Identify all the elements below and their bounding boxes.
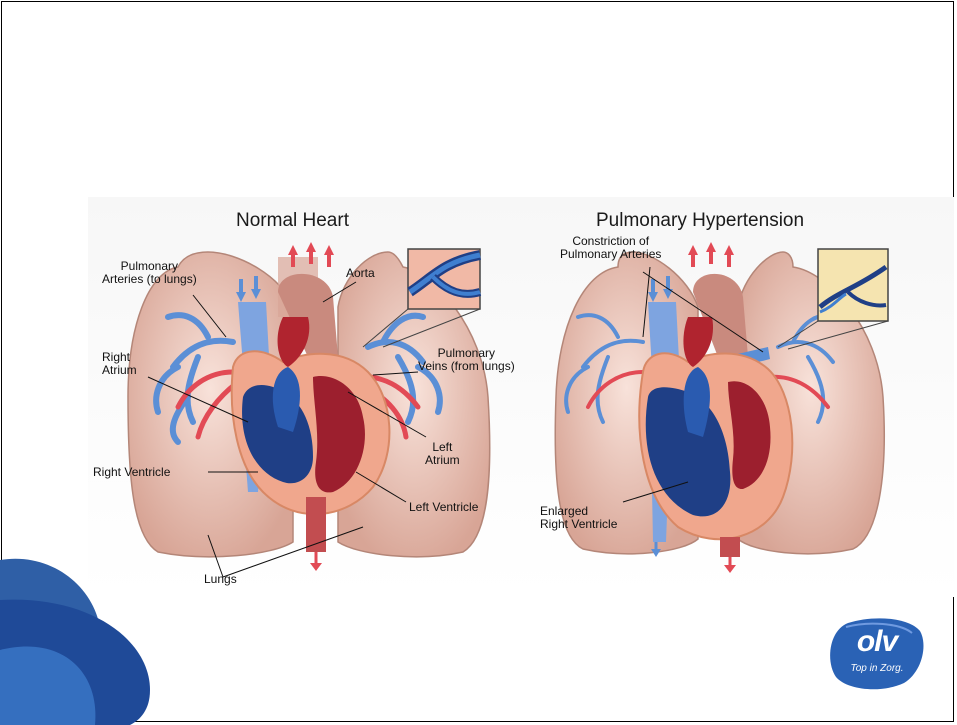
logo-tagline: Top in Zorg.	[828, 663, 926, 674]
hypertension-title: Pulmonary Hypertension	[596, 210, 804, 232]
label-right-ventricle: Right Ventricle	[93, 466, 170, 479]
heart-comparison-figure: Normal Heart Pulmonary Hypertension Pulm…	[88, 197, 954, 597]
normal-heart-diagram	[128, 242, 490, 577]
label-lungs: Lungs	[204, 573, 237, 586]
normal-heart-title: Normal Heart	[236, 210, 349, 232]
label-left-atrium: Left Atrium	[425, 441, 460, 467]
heart-illustration	[88, 197, 954, 597]
label-right-atrium: Right Atrium	[102, 351, 137, 377]
logo-text: olv	[828, 625, 926, 659]
label-left-ventricle: Left Ventricle	[409, 501, 478, 514]
label-constriction: Constriction of Pulmonary Arteries	[560, 235, 661, 261]
label-enlarged-rv: Enlarged Right Ventricle	[540, 505, 617, 531]
label-aorta: Aorta	[346, 267, 375, 280]
olv-logo: olv Top in Zorg.	[828, 617, 926, 691]
label-pulmonary-veins: Pulmonary Veins (from lungs)	[418, 347, 515, 373]
label-pulmonary-arteries: Pulmonary Arteries (to lungs)	[102, 260, 197, 286]
